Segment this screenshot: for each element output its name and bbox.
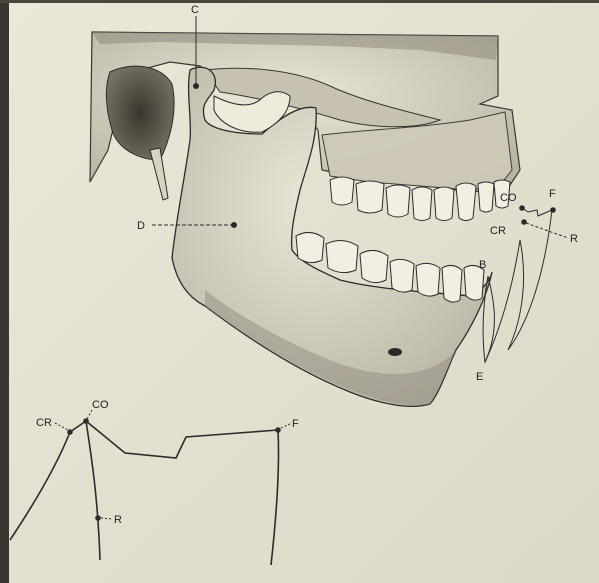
lower-premolar-1 bbox=[390, 259, 414, 292]
lower-molar-3 bbox=[360, 250, 388, 282]
label-co-top: CO bbox=[500, 192, 517, 204]
left-frame-edge bbox=[0, 0, 9, 583]
lower-molar-1 bbox=[296, 232, 324, 262]
label-f-top: F bbox=[549, 188, 556, 200]
label-f-bottom: F bbox=[292, 418, 299, 430]
upper-premolar-1 bbox=[412, 187, 432, 221]
point-d bbox=[232, 223, 237, 228]
upper-premolar-2 bbox=[434, 187, 454, 221]
upper-molar-1 bbox=[330, 177, 354, 205]
label-r-top: R bbox=[570, 233, 578, 245]
label-co-bottom: CO bbox=[92, 399, 109, 411]
mental-foramen bbox=[388, 348, 402, 356]
label-b: B bbox=[479, 259, 486, 271]
point-co-top bbox=[520, 206, 525, 211]
label-c: C bbox=[191, 4, 199, 16]
point-co-bottom bbox=[83, 418, 89, 424]
upper-molar-3 bbox=[386, 185, 410, 217]
top-frame-edge bbox=[0, 0, 599, 3]
upper-canine bbox=[456, 183, 476, 221]
label-r-bottom: R bbox=[114, 514, 122, 526]
point-cr-bottom bbox=[67, 429, 73, 435]
lower-molar-2 bbox=[326, 240, 358, 272]
label-d: D bbox=[137, 220, 145, 232]
point-f-bottom bbox=[275, 427, 281, 433]
upper-incisor-1 bbox=[478, 182, 494, 212]
point-f-top bbox=[551, 208, 556, 213]
label-cr-bottom: CR bbox=[36, 417, 52, 429]
point-r-bottom bbox=[95, 515, 101, 521]
lower-canine bbox=[442, 265, 462, 302]
label-e: E bbox=[476, 371, 483, 383]
point-cr-top bbox=[522, 220, 527, 225]
point-c bbox=[194, 84, 199, 89]
upper-molar-2 bbox=[356, 181, 384, 213]
label-cr-top: CR bbox=[490, 225, 506, 237]
lower-premolar-2 bbox=[416, 263, 440, 296]
